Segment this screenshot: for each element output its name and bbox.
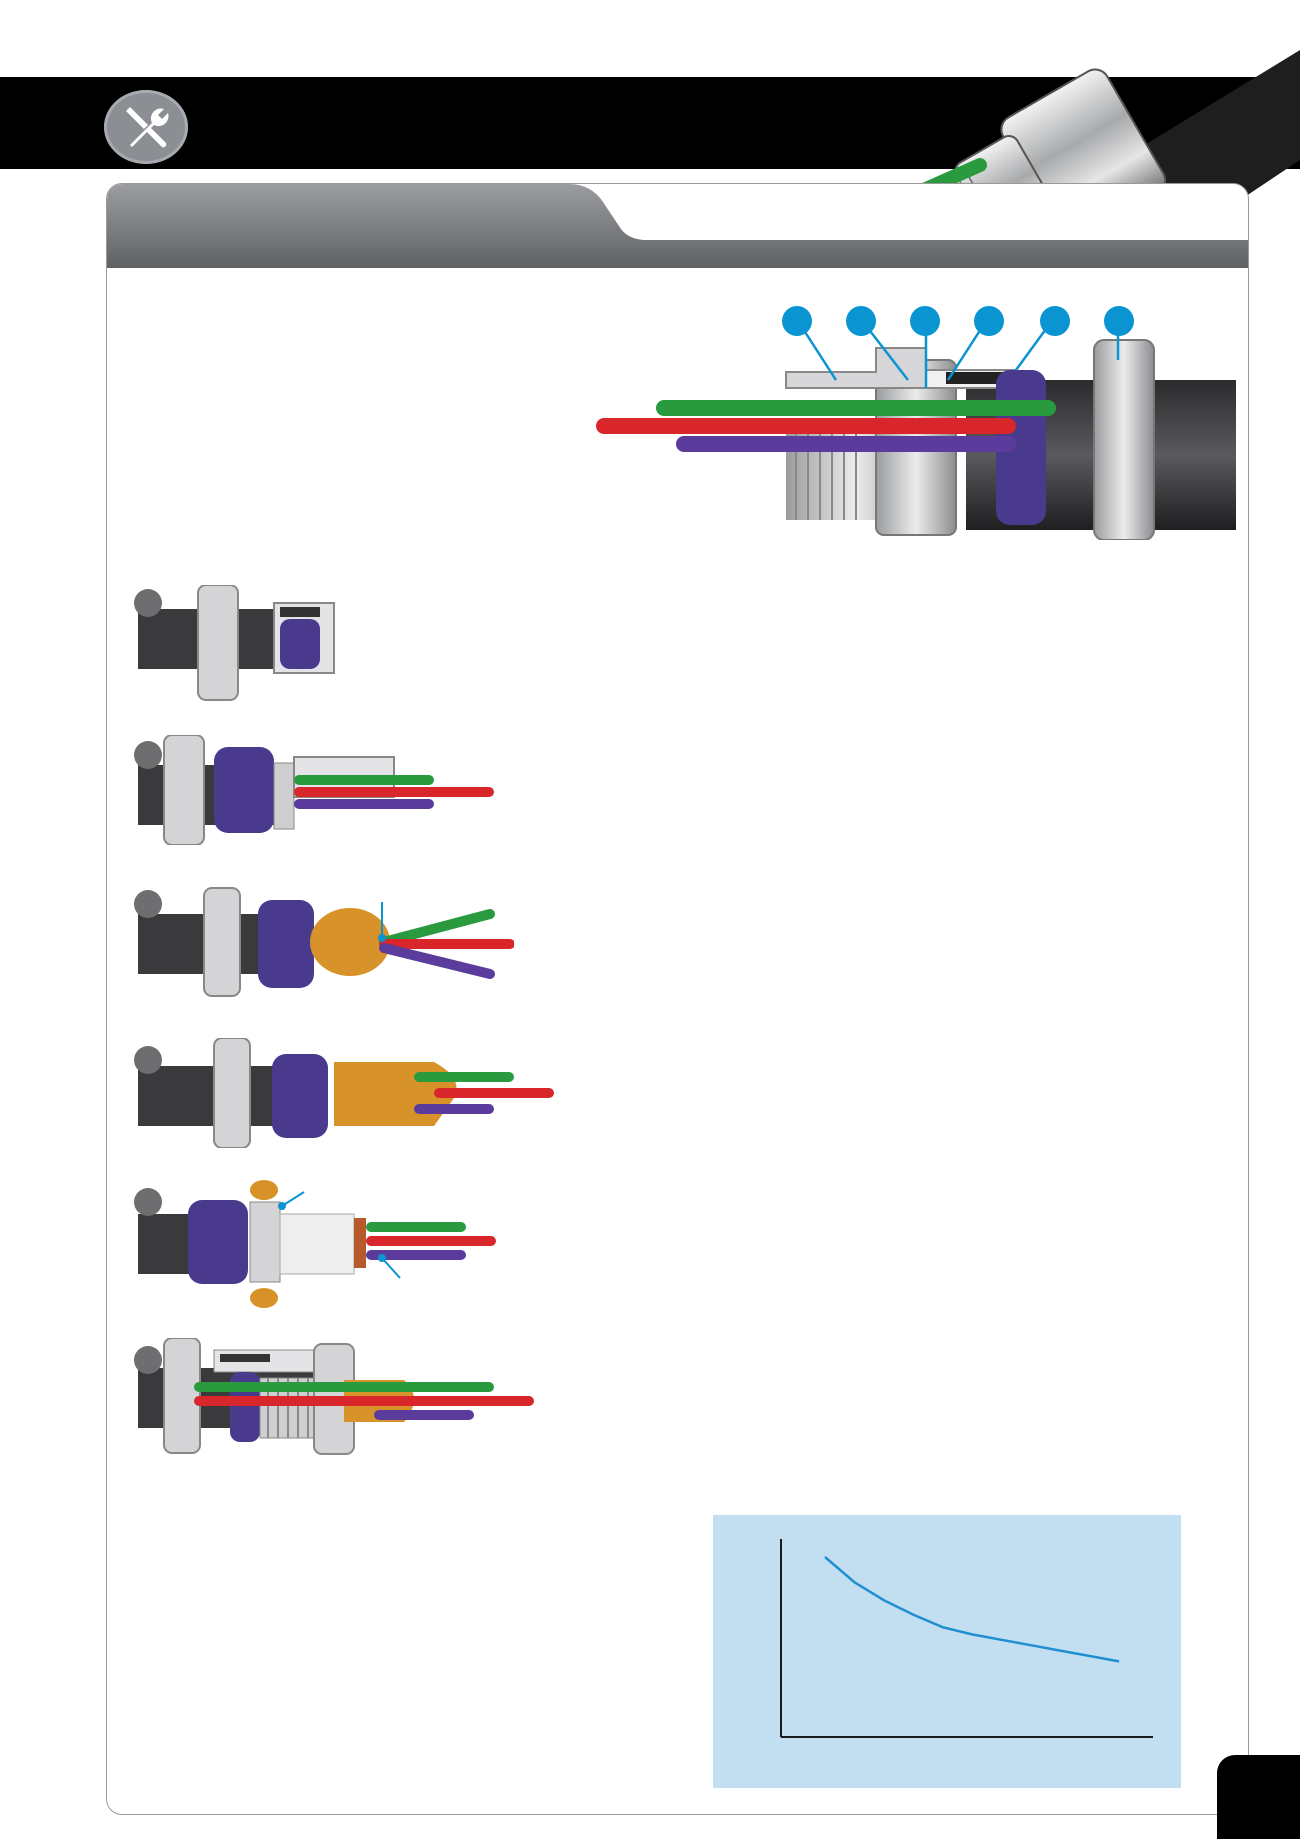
step-2-illustration	[134, 735, 494, 845]
tools-icon	[104, 90, 188, 164]
step-1-illustration	[134, 585, 374, 705]
callout-4-marker	[974, 306, 1004, 336]
callout-1-marker	[782, 306, 812, 336]
page-corner-tab	[1217, 1755, 1300, 1839]
step-6-illustration	[134, 1338, 554, 1458]
chart-panel	[713, 1515, 1181, 1788]
gland-cross-section-diagram	[596, 317, 1236, 540]
step-4-illustration	[134, 1038, 554, 1148]
series-line	[824, 1556, 1120, 1663]
step-5-illustration	[134, 1178, 514, 1308]
line-chart	[780, 1539, 1153, 1738]
callout-5-marker	[1040, 306, 1070, 336]
step-3-illustration	[134, 882, 514, 1002]
callout-3-marker	[910, 306, 940, 336]
section-tab	[107, 184, 1248, 268]
callout-2-marker	[846, 306, 876, 336]
callout-6-marker	[1104, 306, 1134, 336]
